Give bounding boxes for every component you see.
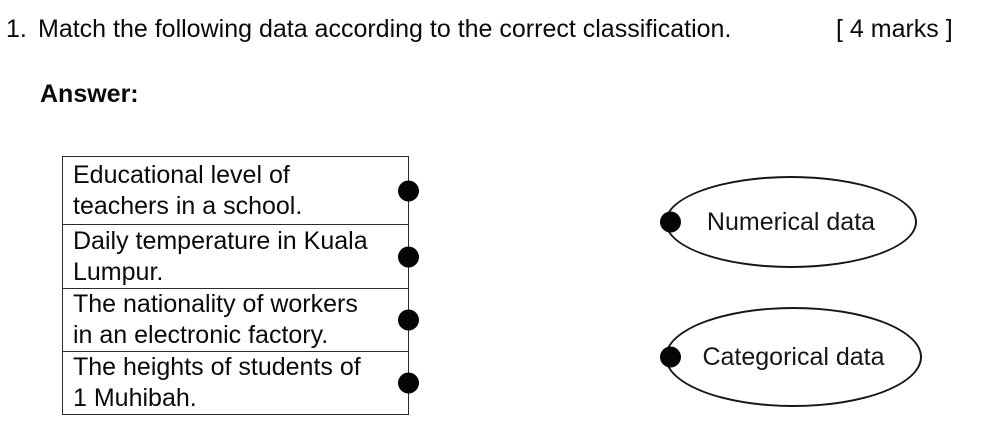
question-marks: [ 4 marks ] — [836, 15, 953, 43]
match-item-text: The nationality of workers — [73, 290, 358, 318]
match-item-text: in an electronic factory. — [73, 321, 329, 349]
connector-dot-item-4[interactable] — [398, 372, 419, 394]
question-text: Match the following data according to th… — [38, 15, 732, 43]
match-item-text: Lumpur. — [73, 257, 164, 286]
answer-label: Answer: — [40, 80, 139, 108]
connector-dot-item-3[interactable] — [398, 309, 419, 331]
match-item-text: 1 Muhibah. — [73, 384, 197, 412]
match-item-text: teachers in a school. — [73, 191, 303, 220]
question-number: 1. — [6, 15, 27, 43]
connector-dot-item-1[interactable] — [398, 180, 419, 201]
match-item-text: The heights of students of — [73, 353, 361, 381]
classification-ellipse-categorical[interactable]: Categorical data — [660, 307, 922, 407]
connector-dot-item-2[interactable] — [398, 246, 419, 267]
match-item-row: Daily temperature in Kuala Lumpur. — [62, 224, 419, 289]
classification-label: Categorical data — [702, 342, 885, 371]
connector-dot-numerical[interactable] — [660, 211, 681, 233]
match-item-row: The nationality of workers in an electro… — [62, 288, 419, 352]
classification-label: Numerical data — [706, 207, 876, 236]
match-item-text: Educational level of — [73, 160, 290, 189]
connector-dot-categorical[interactable] — [660, 346, 681, 368]
match-item-row: Educational level of teachers in a schoo… — [62, 156, 419, 225]
match-item-text: Daily temperature in Kuala — [73, 226, 368, 255]
match-item-row: The heights of students of 1 Muhibah. — [62, 351, 419, 415]
classification-ellipse-numerical[interactable]: Numerical data — [660, 176, 917, 268]
match-table: Educational level of teachers in a schoo… — [62, 156, 419, 415]
